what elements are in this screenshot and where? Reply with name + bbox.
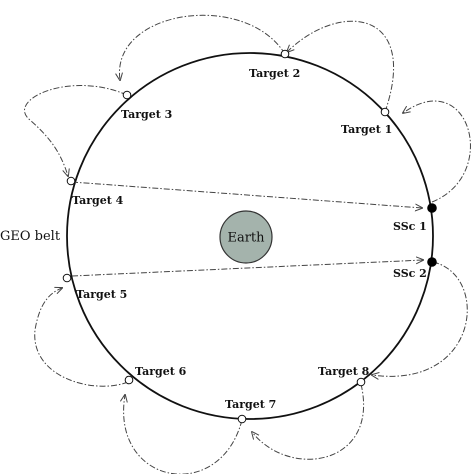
target-7-label: Target 7: [225, 398, 276, 411]
target-7-marker: [237, 414, 247, 424]
transfer-path-ssc-2-to-target-5: [71, 260, 423, 277]
transfer-path-target-2: [287, 20, 395, 113]
target-5-label: Target 5: [76, 288, 127, 301]
ssc-1-marker: [427, 203, 437, 213]
transfer-path-target-4: [24, 85, 128, 176]
transfer-path-target-1: [403, 100, 471, 203]
earth: [219, 210, 273, 264]
transfer-path-target-5: [34, 288, 129, 387]
target-4-marker: [66, 176, 76, 186]
transfer-path-target-4-to-ssc-1: [71, 181, 422, 208]
target-3-marker: [122, 90, 132, 100]
geo-belt-label: GEO belt: [0, 229, 61, 244]
target-6-marker: [124, 375, 134, 385]
ssc-2-label: SSc 2: [393, 267, 427, 280]
transfer-trajectories: [24, 14, 471, 474]
target-2-marker: [280, 49, 290, 59]
target-3-label: Target 3: [121, 108, 172, 121]
target-4-label: Target 4: [72, 194, 124, 207]
transfer-path-target-7: [252, 383, 364, 460]
ssc-1-label: SSc 1: [393, 220, 427, 233]
target-5-marker: [62, 273, 72, 283]
target-6-label: Target 6: [135, 365, 187, 378]
target-1-marker: [380, 107, 390, 117]
target-2-label: Target 2: [249, 67, 300, 80]
earth-label: Earth: [227, 231, 265, 246]
target-8-label: Target 8: [318, 365, 370, 378]
transfer-path-target-3: [119, 14, 286, 80]
target-1-label: Target 1: [341, 123, 392, 136]
target-8-marker: [356, 377, 366, 387]
ssc-2-marker: [427, 257, 437, 267]
geo-orbit-ring: [66, 52, 434, 420]
transfer-path-target-8: [372, 261, 468, 376]
